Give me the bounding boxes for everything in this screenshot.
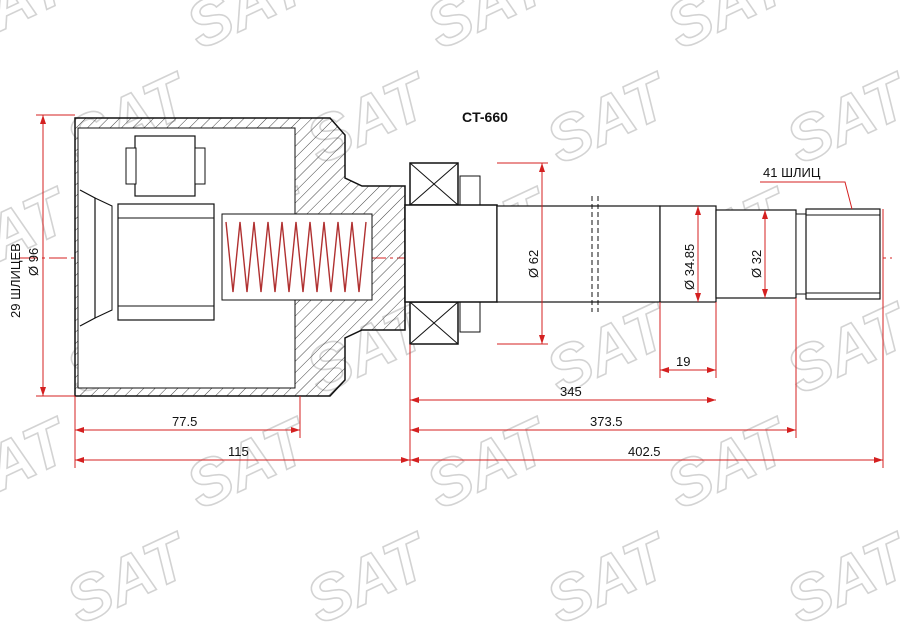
right-splines-label: 41 ШЛИЦ — [763, 165, 821, 180]
left-splines-label: 29 ШЛИЦЕВ — [8, 243, 23, 318]
sat-watermark-logo: SAT — [655, 403, 802, 522]
dim-19: 19 — [676, 354, 690, 369]
dimension-arrowhead — [695, 293, 701, 302]
left-diameter-label: Ø 96 — [26, 248, 41, 276]
dimension-lines — [36, 114, 884, 468]
dimension-arrowhead — [695, 206, 701, 215]
part-number-title: CT-660 — [462, 109, 508, 125]
sat-watermark-logo: SAT — [295, 518, 442, 623]
shaft — [404, 162, 881, 345]
dimension-arrowhead — [40, 115, 46, 124]
dimension-arrowhead — [291, 427, 300, 433]
dimension-arrowhead — [539, 335, 545, 344]
dim-345: 345 — [560, 384, 582, 399]
sat-watermark-logo: SAT — [535, 58, 682, 177]
dim-775: 77.5 — [172, 414, 197, 429]
dimension-arrowhead — [787, 427, 796, 433]
dimension-arrowhead — [762, 210, 768, 219]
sat-watermark-logo: SAT — [895, 173, 900, 292]
dimension-arrows — [40, 115, 883, 463]
dimension-arrowhead — [707, 367, 716, 373]
sat-watermark-logo: SAT — [895, 403, 900, 522]
dimension-arrowhead — [410, 427, 419, 433]
spring — [225, 221, 367, 293]
collar-left — [79, 189, 113, 327]
dimension-arrowhead — [707, 397, 716, 403]
tripod-body — [117, 203, 215, 321]
sat-watermark-logo: SAT — [535, 518, 682, 623]
roller-top — [125, 135, 206, 197]
sat-watermark-logo: SAT — [655, 0, 802, 63]
dia-32-label: Ø 32 — [749, 250, 764, 278]
dimension-arrowhead — [660, 367, 669, 373]
sat-watermark-logo: SAT — [0, 403, 82, 522]
dia-62-label: Ø 62 — [526, 250, 541, 278]
sat-watermark-logo: SAT — [0, 0, 82, 63]
dimension-arrowhead — [75, 427, 84, 433]
spring-coil — [225, 221, 367, 293]
sat-watermark-logo: SAT — [895, 0, 900, 63]
sat-watermark-logo: SAT — [775, 518, 900, 623]
dimension-arrowhead — [410, 397, 419, 403]
dimension-arrowhead — [401, 457, 410, 463]
dimension-arrowhead — [874, 457, 883, 463]
sat-watermark-logo: SAT — [175, 0, 322, 63]
dimension-arrowhead — [762, 289, 768, 298]
sat-watermark-logo: SAT — [775, 288, 900, 407]
dimension-arrowhead — [410, 457, 419, 463]
dim-115: 115 — [228, 444, 249, 459]
sat-watermark-logo: SAT — [775, 58, 900, 177]
sat-watermark-logo: SAT — [415, 403, 562, 522]
dim-4025: 402.5 — [628, 444, 661, 459]
dia-3485-label: Ø 34.85 — [682, 244, 697, 290]
dimension-arrowhead — [539, 163, 545, 172]
sat-watermark-logo: SAT — [415, 0, 562, 63]
dimension-arrowhead — [75, 457, 84, 463]
dim-3735: 373.5 — [590, 414, 623, 429]
sat-watermark-logo: SAT — [55, 518, 202, 623]
dimension-arrowhead — [40, 387, 46, 396]
